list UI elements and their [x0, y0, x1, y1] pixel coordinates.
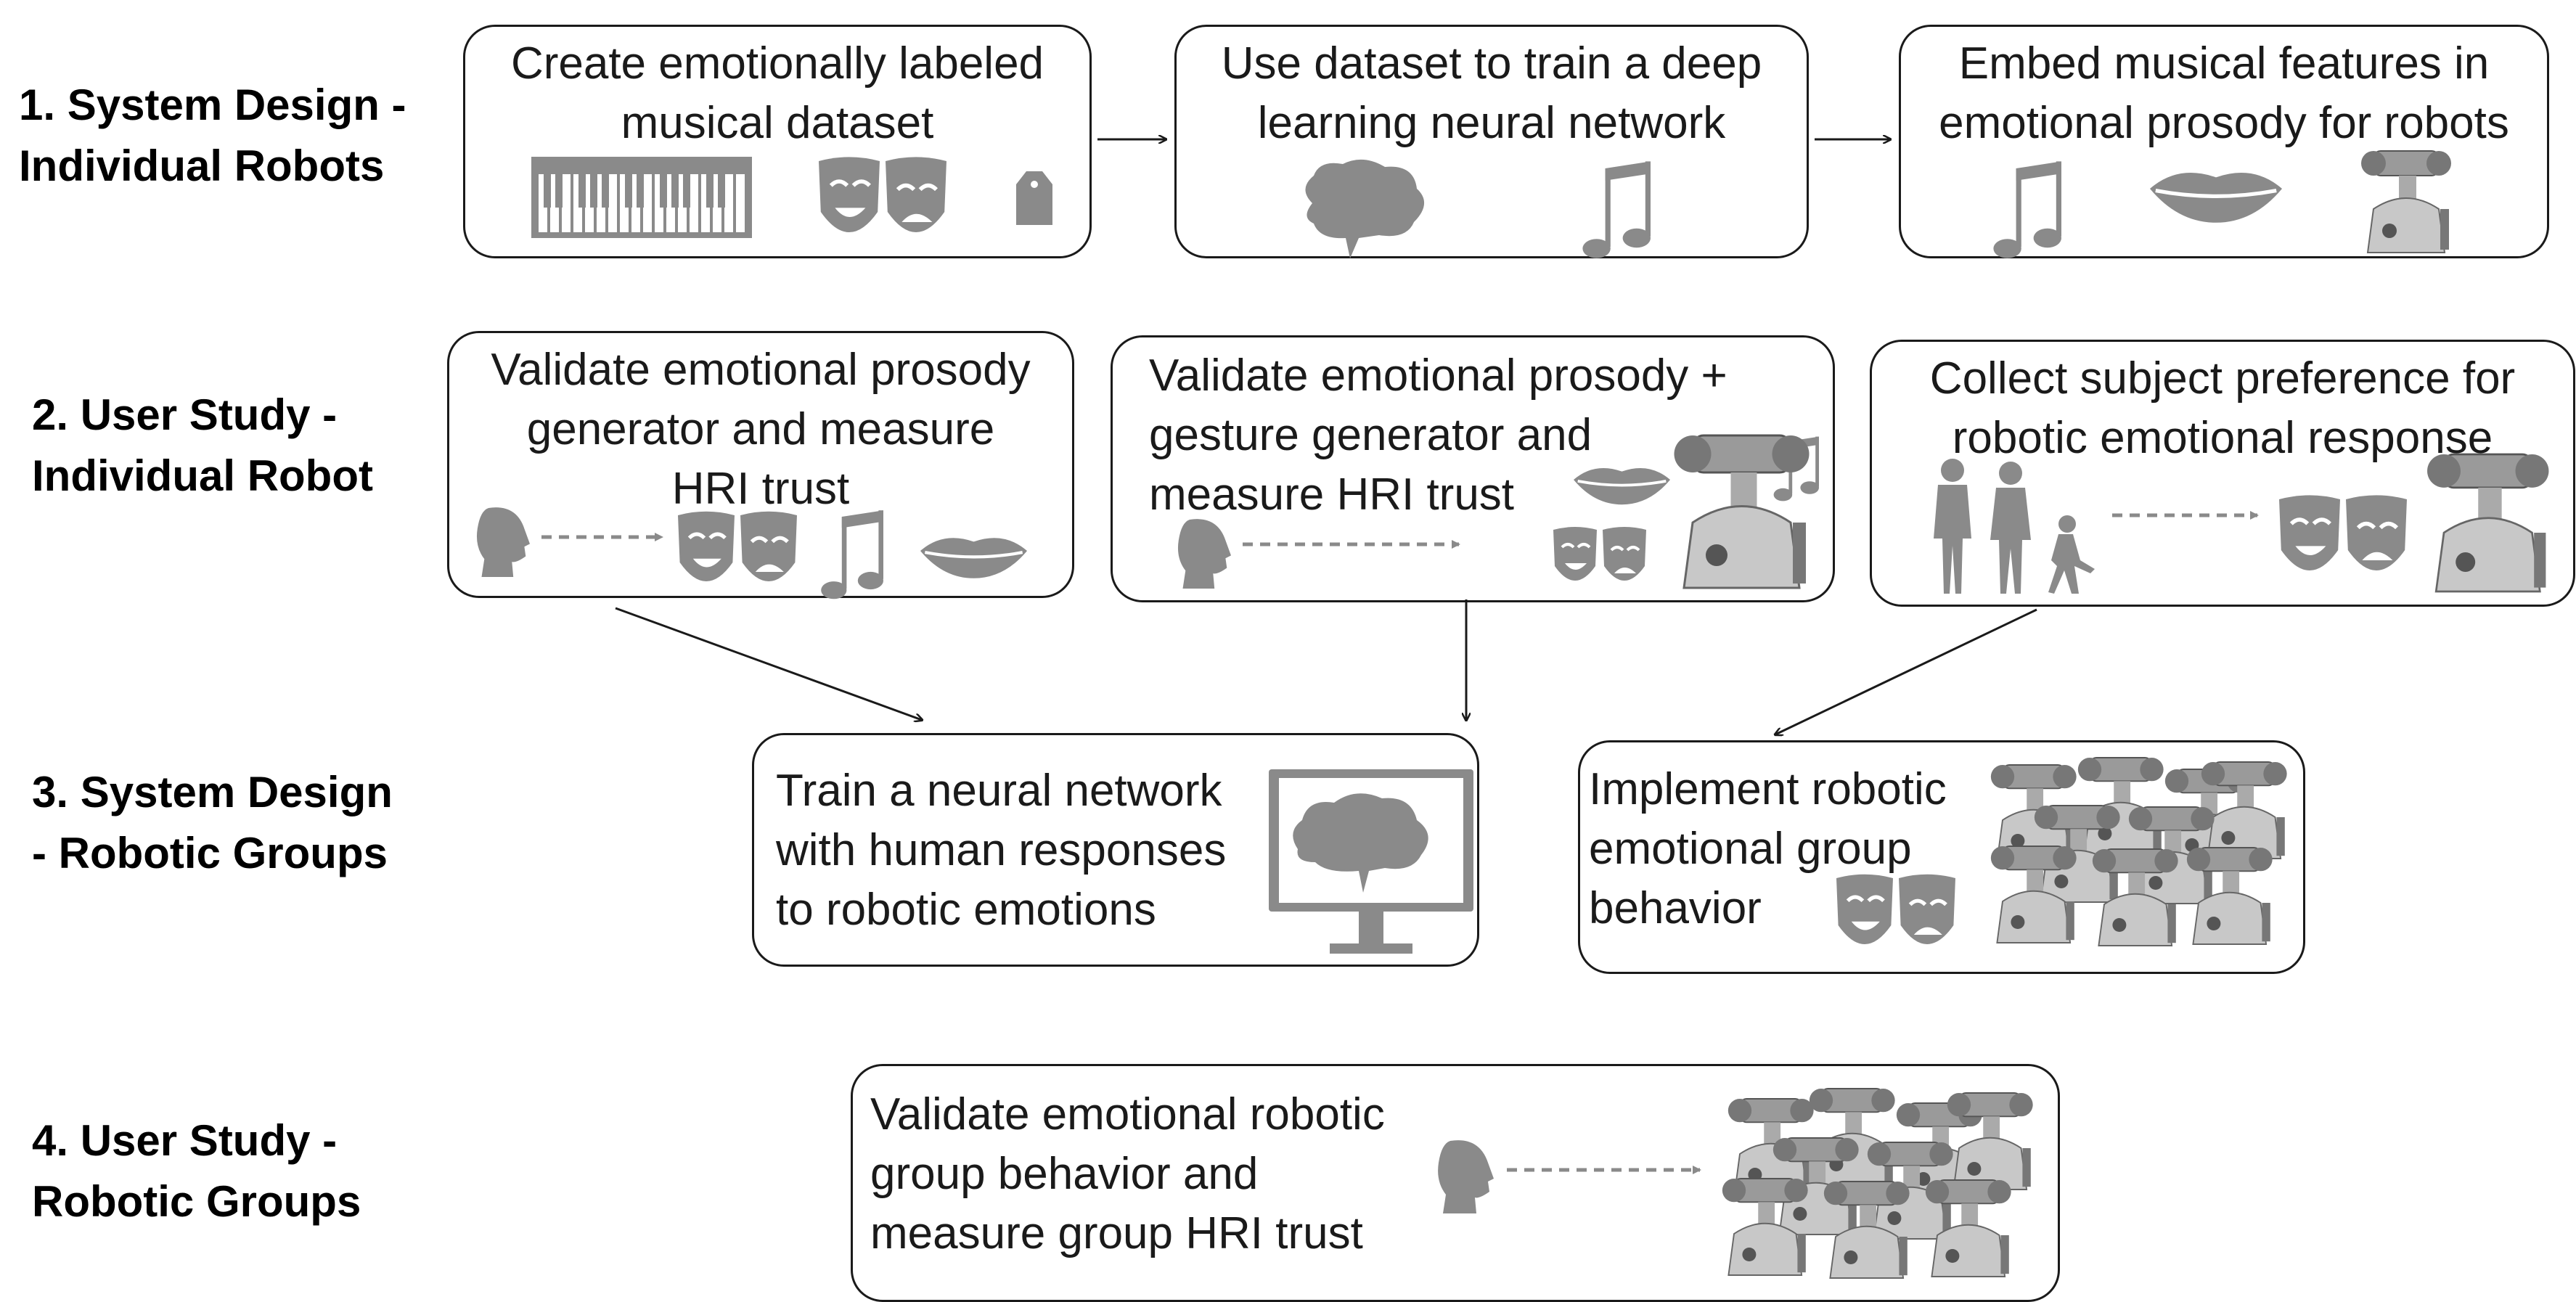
box-validate-prosody: Validate emotional prosody generator and… [447, 331, 1074, 598]
box-train-network-text: Use dataset to train a deep learning neu… [1177, 34, 1807, 153]
box-embed-features-text: Embed musical features in emotional pros… [1901, 34, 2547, 153]
box-line: Use dataset to train a deep [1221, 38, 1762, 89]
box-collect-preference: Collect subject preference for robotic e… [1870, 340, 2575, 607]
box-line: robotic emotional response [1952, 413, 2493, 463]
box-line: Validate emotional robotic [870, 1089, 1385, 1139]
box-line: Validate emotional prosody + [1149, 351, 1727, 401]
box-train-network: Use dataset to train a deep learning neu… [1174, 25, 1809, 258]
stage-2-label: 2. User Study - Individual Robot [32, 385, 373, 507]
stage-4-line-1: 4. User Study - [32, 1116, 338, 1165]
box-line: group behavior and [870, 1149, 1259, 1199]
box-implement-group: Implement robotic emotional group behavi… [1578, 740, 2305, 974]
stage-1-label: 1. System Design - Individual Robots [19, 75, 406, 197]
stage-3-line-2: - Robotic Groups [32, 829, 388, 877]
box-line: HRI trust [671, 464, 850, 514]
box-implement-group-text: Implement robotic emotional group behavi… [1589, 760, 1947, 938]
arrow-prosody-to-train [615, 607, 922, 720]
box-line: measure HRI trust [1149, 470, 1515, 520]
box-line: Collect subject preference for [1929, 353, 2516, 404]
arrow-preference-to-implement [1775, 608, 2037, 734]
box-validate-gesture: Validate emotional prosody + gesture gen… [1111, 335, 1835, 602]
stage-2-line-1: 2. User Study - [32, 390, 338, 439]
stage-1-line-2: Individual Robots [19, 142, 385, 190]
box-line: Train a neural network [776, 766, 1222, 816]
box-validate-gesture-text: Validate emotional prosody + gesture gen… [1149, 346, 1727, 525]
box-validate-group: Validate emotional robotic group behavio… [851, 1064, 2060, 1302]
box-line: with human responses [776, 825, 1227, 875]
box-create-dataset: Create emotionally labeled musical datas… [463, 25, 1092, 258]
stage-4-label: 4. User Study - Robotic Groups [32, 1110, 361, 1232]
box-line: to robotic emotions [776, 885, 1156, 935]
box-line: Create emotionally labeled [510, 38, 1044, 89]
box-line: Validate emotional prosody [491, 345, 1031, 395]
box-train-human-responses-text: Train a neural network with human respon… [776, 761, 1226, 940]
box-line: Embed musical features in [1958, 38, 2490, 89]
box-collect-preference-text: Collect subject preference for robotic e… [1872, 349, 2573, 468]
box-line: emotional prosody for robots [1939, 98, 2509, 148]
box-line: behavior [1589, 883, 1762, 933]
box-line: emotional group [1589, 824, 1912, 874]
stage-2-line-2: Individual Robot [32, 451, 373, 500]
stage-3-label: 3. System Design - Robotic Groups [32, 762, 393, 884]
box-train-human-responses: Train a neural network with human respon… [752, 733, 1479, 967]
box-embed-features: Embed musical features in emotional pros… [1899, 25, 2549, 258]
box-create-dataset-text: Create emotionally labeled musical datas… [465, 34, 1089, 153]
stage-3-line-1: 3. System Design [32, 768, 393, 816]
box-validate-group-text: Validate emotional robotic group behavio… [870, 1085, 1385, 1264]
stage-1-line-1: 1. System Design - [19, 81, 406, 129]
box-line: Implement robotic [1589, 764, 1947, 814]
box-line: musical dataset [621, 98, 934, 148]
stage-4-line-2: Robotic Groups [32, 1177, 361, 1226]
box-line: learning neural network [1257, 98, 1726, 148]
box-line: generator and measure [526, 404, 995, 454]
box-line: gesture generator and [1149, 410, 1592, 460]
box-validate-prosody-text: Validate emotional prosody generator and… [449, 340, 1072, 519]
box-line: measure group HRI trust [870, 1208, 1363, 1258]
